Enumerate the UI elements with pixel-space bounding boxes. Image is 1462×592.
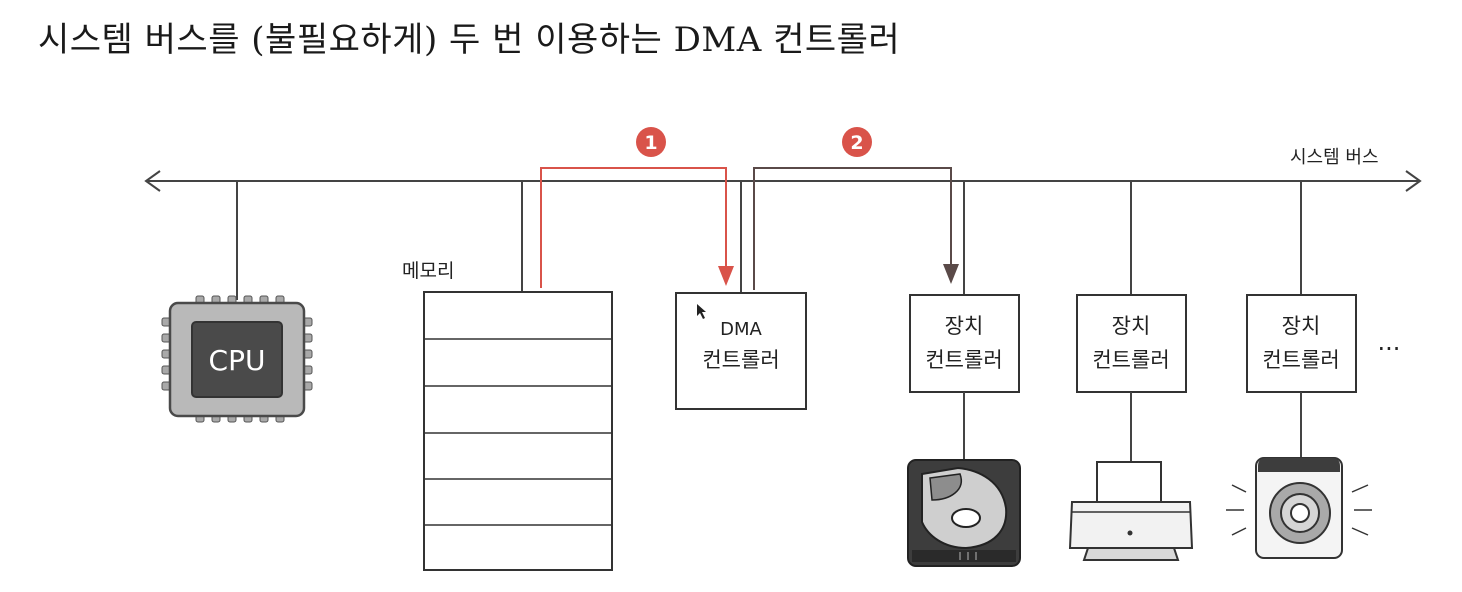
- dma-label: DMA: [720, 319, 762, 340]
- dma-controller-box: DMA 컨트롤러: [675, 292, 807, 410]
- step-marker-2: 2: [842, 127, 872, 157]
- cpu-label: CPU: [209, 344, 266, 377]
- svg-text:컨트롤러: 컨트롤러: [925, 348, 1002, 372]
- page-title: 시스템 버스를 (불필요하게) 두 번 이용하는 DMA 컨트롤러: [38, 20, 901, 60]
- device-controller-3: 장치 컨트롤러: [1246, 294, 1357, 393]
- memory-block: [423, 291, 613, 571]
- mouse-cursor-icon: [697, 304, 706, 319]
- step1-arrow: [540, 167, 734, 288]
- svg-text:장치: 장치: [945, 314, 984, 338]
- hard-disk-icon: [907, 459, 1021, 567]
- svg-text:장치: 장치: [1112, 314, 1151, 338]
- ellipsis: ···: [1378, 335, 1401, 363]
- svg-text:장치: 장치: [1282, 314, 1321, 338]
- device-controller-2: 장치 컨트롤러: [1076, 294, 1187, 393]
- speaker-icon: [1226, 457, 1372, 559]
- svg-text:컨트롤러: 컨트롤러: [1262, 348, 1339, 372]
- device-controller-1: 장치 컨트롤러: [909, 294, 1020, 393]
- system-bus: [144, 170, 1422, 192]
- step-marker-1: 1: [636, 127, 666, 157]
- svg-text:2: 2: [850, 132, 863, 154]
- printer-icon: [1068, 461, 1194, 561]
- svg-text:1: 1: [644, 132, 657, 154]
- memory-label: 메모리: [402, 260, 454, 282]
- svg-text:컨트롤러: 컨트롤러: [1092, 348, 1169, 372]
- bus-label: 시스템 버스: [1290, 147, 1379, 168]
- step2-arrow: [753, 167, 959, 290]
- cpu-chip: CPU: [161, 295, 313, 423]
- dma-controller-label: 컨트롤러: [702, 348, 779, 372]
